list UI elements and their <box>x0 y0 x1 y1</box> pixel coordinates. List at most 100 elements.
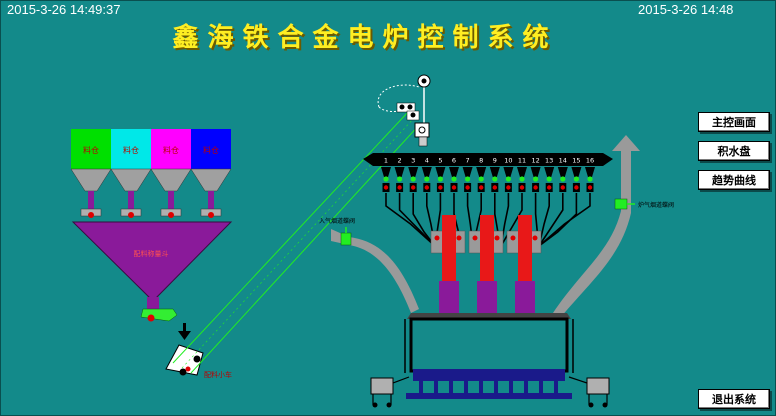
inlet-butterfly-valve[interactable]: 入气烟道蝶阀 <box>319 217 355 246</box>
tapping-cart-right[interactable] <box>568 376 610 408</box>
feeder-status-indicator <box>465 185 470 190</box>
feed-bin-number: 3 <box>411 157 415 165</box>
feed-bin-7[interactable]: 7 <box>462 157 473 193</box>
feed-bin-number: 11 <box>518 157 526 165</box>
feeder-status-indicator <box>479 185 484 190</box>
main-screen-button[interactable]: 主控画面 <box>698 112 770 132</box>
feed-bin-status-indicator <box>397 176 403 182</box>
feed-bin-16[interactable]: 16 <box>585 157 595 193</box>
bin-3-label: 料仓 <box>163 145 179 155</box>
bin-4[interactable] <box>191 129 231 169</box>
feed-chute-3 <box>412 193 436 247</box>
feed-bin-6[interactable]: 6 <box>449 157 459 193</box>
feeder-status-indicator <box>451 185 457 190</box>
clock-right: 2015-3-26 14:48 <box>638 2 734 17</box>
electrode-clamps <box>430 230 542 254</box>
feeder-status-indicator <box>533 185 538 190</box>
feed-bin-number: 8 <box>479 157 483 165</box>
feed-bin-status-indicator <box>383 176 389 182</box>
exhaust-butterfly-valve[interactable]: 炉气烟道蝶阀 <box>614 198 674 210</box>
exit-system-button[interactable]: 退出系统 <box>698 389 770 409</box>
feed-bin-3[interactable]: 3 <box>408 157 419 193</box>
feed-bin-10[interactable]: 10 <box>503 157 514 193</box>
feed-chute-14 <box>538 193 564 247</box>
feed-bin-number: 12 <box>531 157 539 165</box>
feed-bin-status-indicator <box>505 176 511 182</box>
feed-bin-4[interactable]: 4 <box>421 157 432 193</box>
furnace-body[interactable] <box>404 317 574 399</box>
feed-bin-11[interactable]: 11 <box>517 157 527 193</box>
feed-bin-number: 7 <box>466 157 470 165</box>
feed-bin-status-indicator <box>533 176 539 182</box>
feed-bin-status-indicator <box>546 176 552 182</box>
feed-bin-5[interactable]: 5 <box>435 157 446 193</box>
feed-bin-status-indicator <box>587 176 593 182</box>
exhaust-valve-label: 炉气烟道蝶阀 <box>638 201 674 209</box>
feeder-status-indicator <box>424 185 429 190</box>
feed-bin-status-indicator <box>492 176 498 182</box>
feed-bin-status-indicator <box>573 176 580 182</box>
feed-bin-13[interactable]: 13 <box>544 157 555 193</box>
feed-bin-number: 2 <box>398 157 402 165</box>
feeder-status-indicator <box>519 185 525 190</box>
feed-bin-status-indicator <box>560 176 566 182</box>
feed-bin-number: 9 <box>493 157 497 165</box>
bin-1[interactable] <box>71 129 111 169</box>
feed-bin-status-indicator <box>465 176 471 182</box>
feed-bin-8[interactable]: 8 <box>476 157 487 193</box>
feed-bin-status-indicator <box>424 176 430 182</box>
clock-left: 2015-3-26 14:49:37 <box>7 2 121 17</box>
feed-bin-status-indicator <box>437 176 443 182</box>
feed-bin-status-indicator <box>519 176 525 182</box>
feed-bin-number: 5 <box>438 157 442 165</box>
feed-bin-15[interactable]: 15 <box>571 157 582 193</box>
bin-4-label: 料仓 <box>203 145 219 155</box>
feeder-status-indicator <box>438 185 443 190</box>
feed-bin-9[interactable]: 9 <box>489 157 500 193</box>
feed-bin-number: 4 <box>425 157 429 165</box>
weighing-hopper[interactable]: 配料称量斗 <box>71 221 233 322</box>
feed-bin-2[interactable]: 2 <box>394 157 405 193</box>
hoist-head[interactable] <box>377 74 431 147</box>
feed-bin-number: 14 <box>559 157 567 165</box>
feed-bin-12[interactable]: 12 <box>530 157 541 193</box>
feeder-status-indicator <box>506 185 511 190</box>
raw-material-bins: 料仓 料仓 料仓 料仓 <box>70 129 232 218</box>
arrow-down-icon <box>178 323 191 340</box>
hopper-label: 配料称量斗 <box>134 249 169 258</box>
feed-chute-16 <box>538 193 591 247</box>
feed-chute-1 <box>385 193 436 247</box>
tapping-cart-left[interactable] <box>370 376 410 408</box>
feed-bin-14[interactable]: 14 <box>557 157 568 193</box>
page-title: 鑫海铁合金电炉控制系统 <box>172 23 558 53</box>
bin-feeders <box>80 208 222 218</box>
feeder-status-indicator <box>587 185 593 190</box>
feed-bin-status-indicator <box>410 176 416 182</box>
feeder-status-indicator <box>560 185 565 190</box>
feed-bin-1[interactable]: 1 <box>381 157 391 193</box>
bin-3[interactable] <box>151 129 191 169</box>
feed-bin-number: 15 <box>572 157 580 165</box>
skip-cart[interactable]: 配料小车 <box>165 344 232 379</box>
feed-chute-2 <box>398 193 436 247</box>
bin-2[interactable] <box>111 129 151 169</box>
bin-1-label: 料仓 <box>83 145 99 155</box>
bin-2-label: 料仓 <box>123 145 139 155</box>
feed-bin-status-indicator <box>451 176 457 182</box>
water-plate-button[interactable]: 积水盘 <box>698 141 770 161</box>
feeder-status-indicator <box>397 185 402 190</box>
cart-label: 配料小车 <box>204 370 232 379</box>
feed-chute-13 <box>538 193 550 247</box>
feed-bin-number: 16 <box>586 157 594 165</box>
feed-bin-number: 1 <box>384 157 388 165</box>
inlet-valve-label: 入气烟道蝶阀 <box>319 217 355 225</box>
feeder-status-indicator <box>411 185 416 190</box>
feeder-status-indicator <box>574 185 579 190</box>
feed-bin-number: 13 <box>545 157 553 165</box>
feeder-status-indicator <box>492 185 497 190</box>
feeder-status-indicator <box>383 185 389 190</box>
trend-curve-button[interactable]: 趋势曲线 <box>698 170 770 190</box>
